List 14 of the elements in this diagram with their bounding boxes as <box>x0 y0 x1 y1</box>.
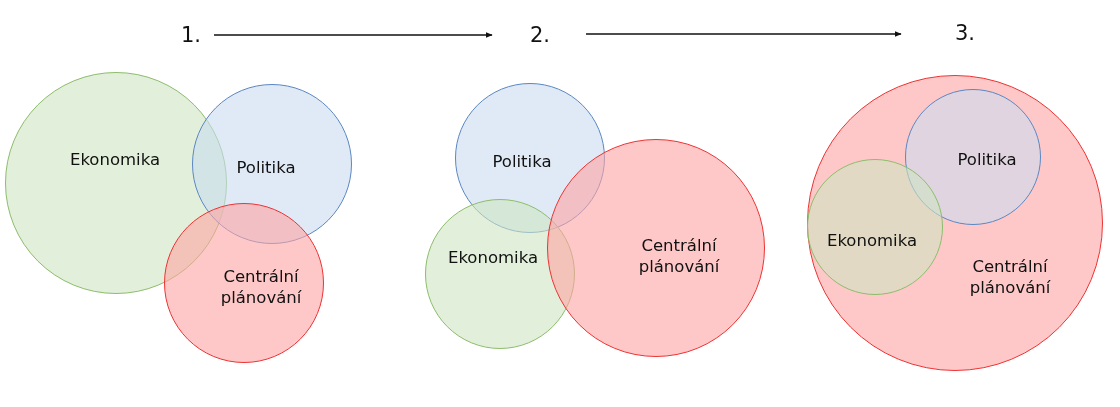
circle-label: Politika <box>492 151 552 173</box>
arrow <box>585 31 902 37</box>
circle-label: Ekonomika <box>826 230 918 252</box>
circle-label: Politika <box>236 157 296 179</box>
step-number: 2. <box>530 22 550 48</box>
step-number: 3. <box>955 20 975 46</box>
circle-label: Centrální plánování <box>969 255 1051 299</box>
arrow <box>213 32 493 38</box>
circle-label: Centrální plánování <box>220 265 302 309</box>
circle-label: Politika <box>957 149 1017 171</box>
circle-label: Centrální plánování <box>638 234 720 278</box>
circle-label: Ekonomika <box>447 247 539 269</box>
circle-label: Ekonomika <box>69 149 161 171</box>
step-number: 1. <box>181 22 201 48</box>
